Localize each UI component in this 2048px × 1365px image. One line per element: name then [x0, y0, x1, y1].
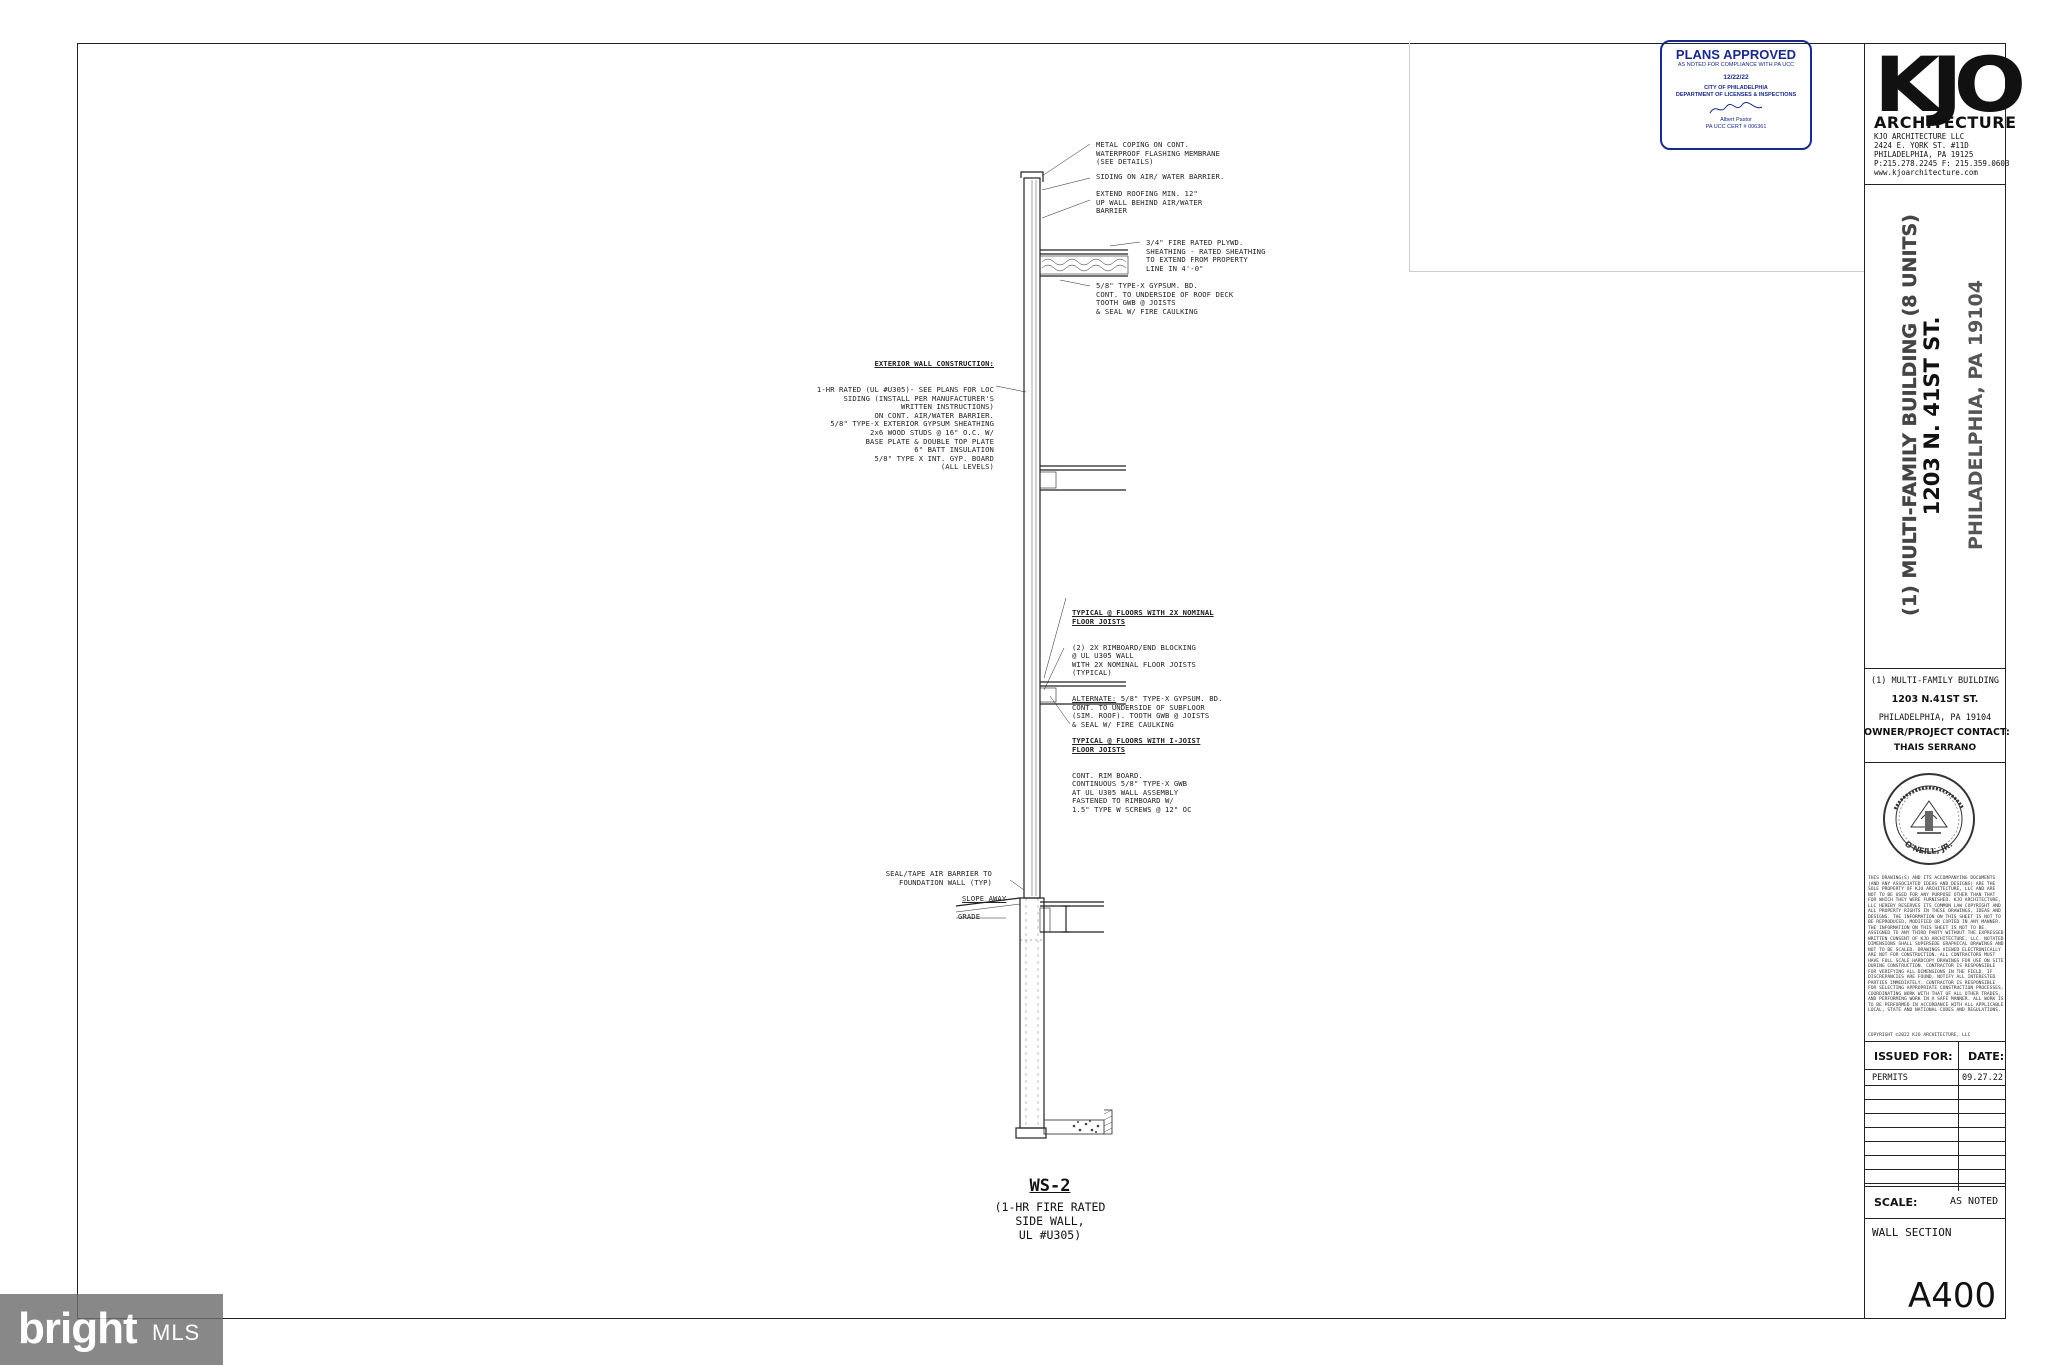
owner-contact-name: THAIS SERRANO: [1893, 743, 1977, 753]
project-line2: 1203 N.41ST ST.: [1891, 694, 1979, 705]
note-gypsum-roof: 5/8" TYPE-X GYPSUM. BD. CONT. TO UNDERSI…: [1096, 281, 1234, 316]
scale-label: SCALE:: [1874, 1196, 1918, 1209]
note-exterior-wall-title: EXTERIOR WALL CONSTRUCTION:: [874, 359, 994, 369]
project-vertical-title-3: PHILADELPHIA, PA 19104: [1965, 280, 1987, 550]
firm-logo: KJO: [1874, 40, 2026, 129]
tb-row-7: [1864, 1155, 2006, 1156]
tb-row-1: [1864, 1069, 2006, 1070]
project-vertical-title-1: (1) MULTI-FAMILY BUILDING (8 UNITS): [1899, 214, 1921, 616]
note-grade: GRADE: [958, 912, 981, 921]
tb-divider-6: [1864, 1218, 2006, 1219]
copyright-notice: COPYRIGHT ©2022 KJO ARCHITECTURE, LLC: [1868, 1033, 1971, 1038]
note-typical-2x-body: (2) 2X RIMBOARD/END BLOCKING @ UL U305 W…: [1072, 642, 1196, 678]
tb-divider-1: [1864, 184, 2006, 185]
tb-divider-3: [1864, 762, 2006, 763]
note-plywood: 3/4" FIRE RATED PLYWD. SHEATHING - RATED…: [1146, 238, 1266, 273]
tb-column-divider: [1958, 1041, 1959, 1191]
firm-address: KJO ARCHITECTURE LLC 2424 E. YORK ST. #1…: [1874, 132, 2010, 177]
note-exterior-wall: EXTERIOR WALL CONSTRUCTION: 1-HR RATED (…: [804, 343, 994, 481]
drawing-sheet-border: [77, 43, 2006, 1319]
legal-disclaimer: THIS DRAWING(S) AND ITS ACCOMPANYING DOC…: [1868, 876, 2004, 1013]
plans-approved-stamp: PLANS APPROVED AS NOTED FOR COMPLIANCE W…: [1660, 40, 1812, 150]
stamp-city: CITY OF PHILADELPHIA: [1704, 85, 1768, 91]
stamp-department: DEPARTMENT OF LICENSES & INSPECTIONS: [1675, 92, 1797, 98]
issued-for-value: PERMITS: [1872, 1073, 1908, 1083]
note-coping: METAL COPING ON CONT. WATERPROOF FLASHIN…: [1096, 140, 1220, 167]
section-title: WS-2: [1029, 1176, 1071, 1196]
firm-logo-subtitle: ARCHITECTURE: [1874, 113, 2017, 132]
sheet-number: A400: [1908, 1276, 1997, 1316]
stamp-cert: PA UCC CERT # 006361: [1705, 124, 1767, 130]
note-typical-ijoist-body: CONT. RIM BOARD. CONTINUOUS 5/8" TYPE-X …: [1072, 770, 1192, 814]
note-typical-2x: TYPICAL @ FLOORS WITH 2X NOMINAL FLOOR J…: [1072, 592, 1223, 738]
tb-divider-4: [1864, 1041, 2006, 1042]
owner-contact-label: OWNER/PROJECT CONTACT:: [1864, 727, 2010, 738]
note-typical-ijoist-title: TYPICAL @ FLOORS WITH I-JOIST FLOOR JOIS…: [1072, 736, 1201, 754]
date-label: DATE:: [1968, 1050, 2005, 1063]
stamp-date: 12/22/22: [1723, 74, 1749, 81]
stamp-inspector-name: Albert Pastor: [1720, 117, 1752, 123]
scale-value: AS NOTED: [1950, 1196, 1999, 1207]
tb-row-2: [1864, 1085, 2006, 1086]
section-caption-line3: UL #U305): [1018, 1228, 1082, 1242]
stamp-title: PLANS APPROVED: [1675, 47, 1797, 62]
stamp-line1: AS NOTED FOR COMPLIANCE WITH PA UCC: [1677, 62, 1795, 68]
tb-row-6: [1864, 1141, 2006, 1142]
issued-for-label: ISSUED FOR:: [1874, 1050, 1953, 1063]
section-caption-line2: SIDE WALL,: [1015, 1214, 1085, 1228]
note-roofing: EXTEND ROOFING MIN. 12" UP WALL BEHIND A…: [1096, 189, 1203, 216]
svg-text:O'NEILL, JR.: O'NEILL, JR.: [1903, 839, 1954, 856]
tb-row-9: [1864, 1183, 2006, 1184]
tb-row-8: [1864, 1169, 2006, 1170]
tb-divider-5: [1864, 1186, 2006, 1187]
title-block: [1864, 43, 2006, 1319]
section-caption: WS-2 (1-HR FIRE RATED SIDE WALL, UL #U30…: [940, 1176, 1160, 1242]
tb-row-4: [1864, 1113, 2006, 1114]
note-typical-2x-title: TYPICAL @ FLOORS WITH 2X NOMINAL FLOOR J…: [1072, 608, 1214, 626]
bright-mls-watermark: bright MLS: [0, 1294, 223, 1365]
tb-row-3: [1864, 1099, 2006, 1100]
watermark-suffix: MLS: [152, 1320, 201, 1345]
tb-divider-2: [1864, 668, 2006, 669]
note-alternate-label: ALTERNATE:: [1072, 694, 1117, 704]
signature-icon: [1709, 102, 1763, 114]
seal-name-text: O'NEILL, JR.: [1903, 839, 1954, 856]
project-line3: PHILADELPHIA, PA 19104: [1878, 713, 1992, 723]
section-caption-line1: (1-HR FIRE RATED: [994, 1200, 1106, 1214]
wall-section-drawing: [955, 143, 1141, 1139]
sheet-title: WALL SECTION: [1872, 1226, 1952, 1239]
project-vertical-title-2: 1203 N. 41ST ST.: [1920, 316, 1944, 516]
note-alternate-body: 5/8" TYPE-X GYPSUM. BD. CONT. TO UNDERSI…: [1072, 694, 1223, 729]
project-line1: (1) MULTI-FAMILY BUILDING: [1871, 676, 1999, 686]
stamp-area-box: [1409, 43, 1865, 272]
architect-seal-icon: O'NEILL, JR.: [1883, 773, 1975, 865]
note-exterior-wall-body: 1-HR RATED (UL #U305)- SEE PLANS FOR LOC…: [816, 384, 994, 472]
issued-date-value: 09.27.22: [1962, 1073, 2003, 1083]
watermark-brand: bright: [18, 1304, 138, 1353]
note-seal-tape: SEAL/TAPE AIR BARRIER TO FOUNDATION WALL…: [885, 869, 992, 887]
tb-row-5: [1864, 1127, 2006, 1128]
note-typical-ijoist: TYPICAL @ FLOORS WITH I-JOIST FLOOR JOIS…: [1072, 720, 1200, 823]
note-siding: SIDING ON AIR/ WATER BARRIER.: [1096, 172, 1225, 181]
note-slope-away: SLOPE AWAY: [962, 894, 1007, 903]
